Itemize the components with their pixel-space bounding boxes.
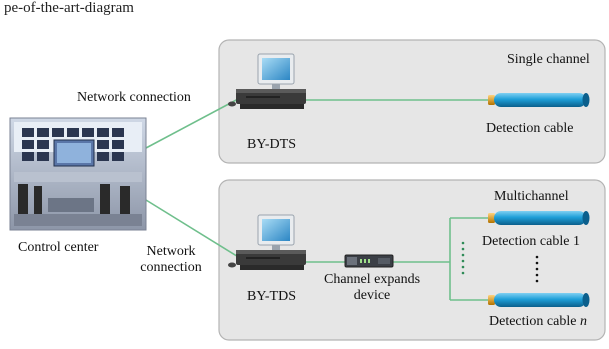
channel-expander-line1: Channel expands	[323, 272, 421, 287]
sensor-cable-icon-top	[488, 93, 590, 107]
detection-cable-n-label: Detection cable n	[489, 314, 587, 330]
ellipsis-dots-left	[461, 241, 465, 275]
ellipsis-dots-right	[535, 255, 539, 283]
by-dts-label: BY-DTS	[247, 137, 297, 152]
network-links	[145, 97, 490, 301]
network-link-top	[145, 97, 241, 149]
channel-expander-line2: device	[353, 288, 391, 303]
workstation-icon-dts	[228, 53, 306, 109]
detection-cable-n-var: n	[579, 314, 587, 329]
sensor-cable-icon-1	[488, 211, 590, 225]
network-connection-line2: connection	[140, 260, 202, 275]
rack-switch-icon	[344, 254, 394, 268]
detection-cable-1-label: Detection cable 1	[482, 234, 580, 249]
multichannel-label: Multichannel	[494, 189, 569, 204]
sensor-cable-icon-n	[488, 293, 590, 307]
caption-fragment: pe-of-the-art-diagram	[4, 0, 134, 16]
detection-cable-n-prefix: Detection cable	[489, 314, 580, 329]
workstation-icon-tds	[228, 214, 306, 270]
network-link-bottom	[145, 199, 241, 259]
detection-cable-label: Detection cable	[486, 121, 574, 136]
single-channel-label: Single channel	[507, 52, 590, 67]
single-channel-panel	[218, 39, 606, 164]
by-tds-label: BY-TDS	[247, 289, 297, 304]
control-room-photo	[9, 117, 147, 231]
network-connection-label-top: Network connection	[77, 90, 191, 105]
control-center-label: Control center	[18, 240, 99, 255]
network-connection-label-bottom: Network connection	[136, 244, 206, 276]
network-connection-line1: Network	[146, 244, 196, 259]
channel-expander-label: Channel expands device	[322, 272, 422, 304]
